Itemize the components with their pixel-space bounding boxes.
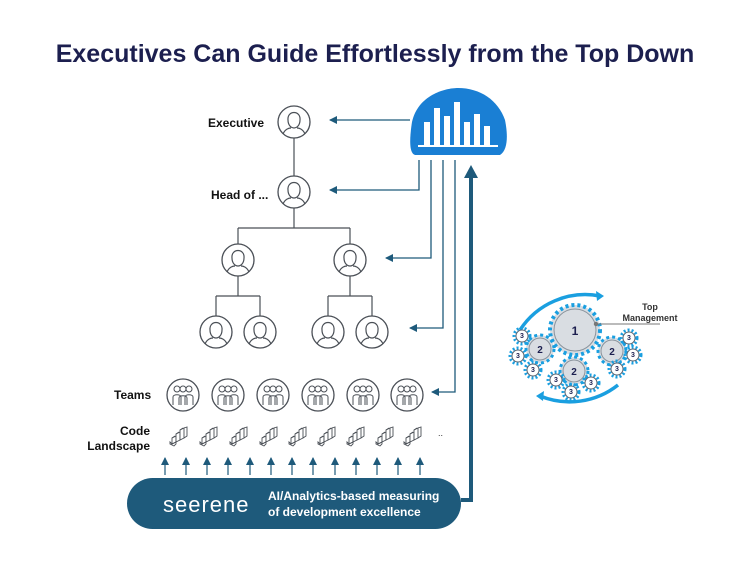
- data-flow-arrowhead: [464, 165, 478, 178]
- gear-level-3-text: 3: [589, 380, 593, 387]
- dashboard-bars-icon: [410, 88, 507, 155]
- head-of-label: Head of ...: [211, 188, 269, 202]
- gear-level-2-text: 2: [537, 345, 543, 356]
- page-title: Executives Can Guide Effortlessly from t…: [55, 40, 695, 68]
- team-icon: [301, 378, 335, 412]
- code-label-line2: Landscape: [87, 439, 150, 453]
- lead-person-icon: [311, 315, 345, 349]
- gear-level-1-text: 1: [572, 324, 579, 338]
- tagline-line1: AI/Analytics-based measuring: [268, 489, 440, 503]
- gear-level-3-text: 3: [627, 335, 631, 342]
- lead-person-icon: [199, 315, 233, 349]
- executive-person-icon: [277, 105, 311, 139]
- code-landscape-label: Code Landscape: [84, 424, 150, 454]
- seerene-banner: [127, 478, 461, 529]
- measure-arrows: [161, 457, 424, 475]
- code-blocks-icon: [229, 426, 248, 447]
- code-blocks-icon: [288, 426, 307, 447]
- team-icon: [346, 378, 380, 412]
- lead-person-icon: [355, 315, 389, 349]
- code-blocks-icon: [259, 426, 278, 447]
- code-more-text: ..: [438, 428, 443, 438]
- manager-person-icon: [333, 243, 367, 277]
- gear-level-3-text: 3: [554, 377, 558, 384]
- top-management-line2: Management: [622, 313, 678, 323]
- team-icon: [256, 378, 290, 412]
- data-flow-arrow: [461, 174, 473, 502]
- gear-level-2-text: 2: [571, 367, 577, 378]
- tagline-line2: of development excellence: [268, 505, 421, 519]
- code-label-line1: Code: [120, 424, 150, 438]
- executive-label: Executive: [208, 116, 265, 130]
- team-icon: [166, 378, 200, 412]
- code-blocks-icon: [199, 426, 218, 447]
- manager-person-icon: [221, 243, 255, 277]
- gear-level-3-text: 3: [631, 352, 635, 359]
- team-icon: [211, 378, 245, 412]
- gear-level-3-text: 3: [531, 367, 535, 374]
- team-icon: [390, 378, 424, 412]
- head-of-person-icon: [277, 175, 311, 209]
- teams-label: Teams: [114, 388, 152, 402]
- seerene-tagline: AI/Analytics-based measuring of developm…: [268, 488, 458, 520]
- gear-cluster: 1 2 2 2 3 3 3 3 3 3 3 3 3: [508, 291, 660, 404]
- gear-level-3-text: 3: [520, 333, 524, 340]
- gear-level-3-text: 3: [615, 366, 619, 373]
- code-blocks-icon: [375, 426, 394, 447]
- code-blocks-icon: [169, 426, 188, 447]
- code-blocks-icon: [317, 426, 336, 447]
- seerene-logo-text: seerene: [163, 492, 250, 517]
- code-blocks-icon: [346, 426, 365, 447]
- top-management-line1: Top: [642, 302, 658, 312]
- gear-level-2-text: 2: [609, 347, 615, 358]
- insight-arrows: [329, 116, 456, 396]
- gear-level-3-text: 3: [516, 353, 520, 360]
- gear-level-3-text: 3: [569, 389, 573, 396]
- top-management-label: Top Management: [610, 302, 690, 324]
- lead-person-icon: [243, 315, 277, 349]
- org-lines: [215, 138, 373, 316]
- code-blocks-icon: [403, 426, 422, 447]
